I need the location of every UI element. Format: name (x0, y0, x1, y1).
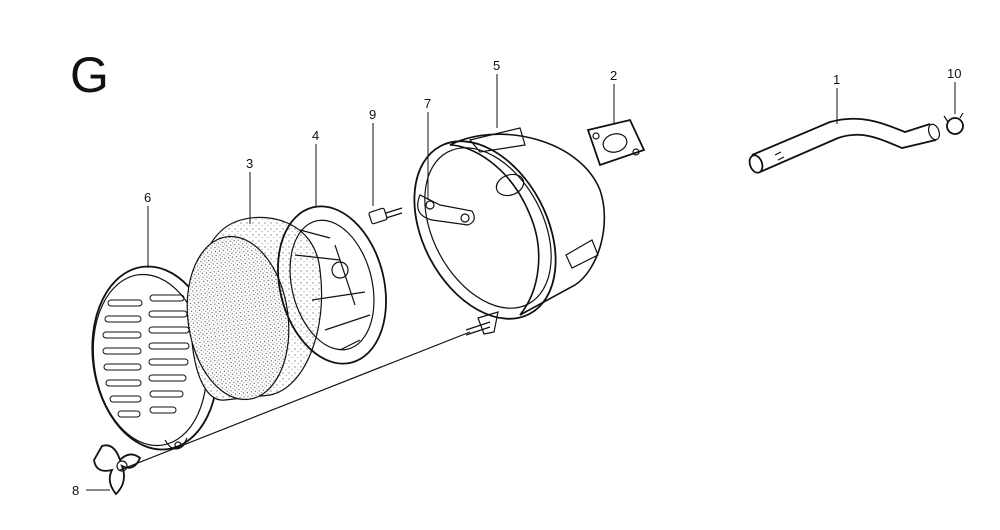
part-9-bolt (368, 207, 403, 225)
callout-8: 8 (72, 483, 79, 498)
callout-9: 9 (369, 107, 376, 122)
section-letter: G (70, 47, 109, 103)
part-2-gasket (586, 118, 646, 167)
case-stud (465, 321, 491, 336)
part-4-retainer-plate (277, 205, 387, 365)
part-3-filter-element (186, 216, 323, 401)
part-1-breather-tube (748, 117, 941, 174)
part-10-clip (943, 112, 964, 135)
callout-1: 1 (833, 72, 840, 87)
part-6-cover (91, 265, 219, 451)
callout-6: 6 (144, 190, 151, 205)
callout-4: 4 (312, 128, 319, 143)
part-8-wing-nut (93, 444, 142, 496)
part-5-case (413, 127, 606, 335)
callout-7: 7 (424, 96, 431, 111)
callout-2: 2 (610, 68, 617, 83)
callout-3: 3 (246, 156, 253, 171)
callout-10: 10 (947, 66, 961, 81)
leader-lines (86, 74, 956, 491)
callout-5: 5 (493, 58, 500, 73)
